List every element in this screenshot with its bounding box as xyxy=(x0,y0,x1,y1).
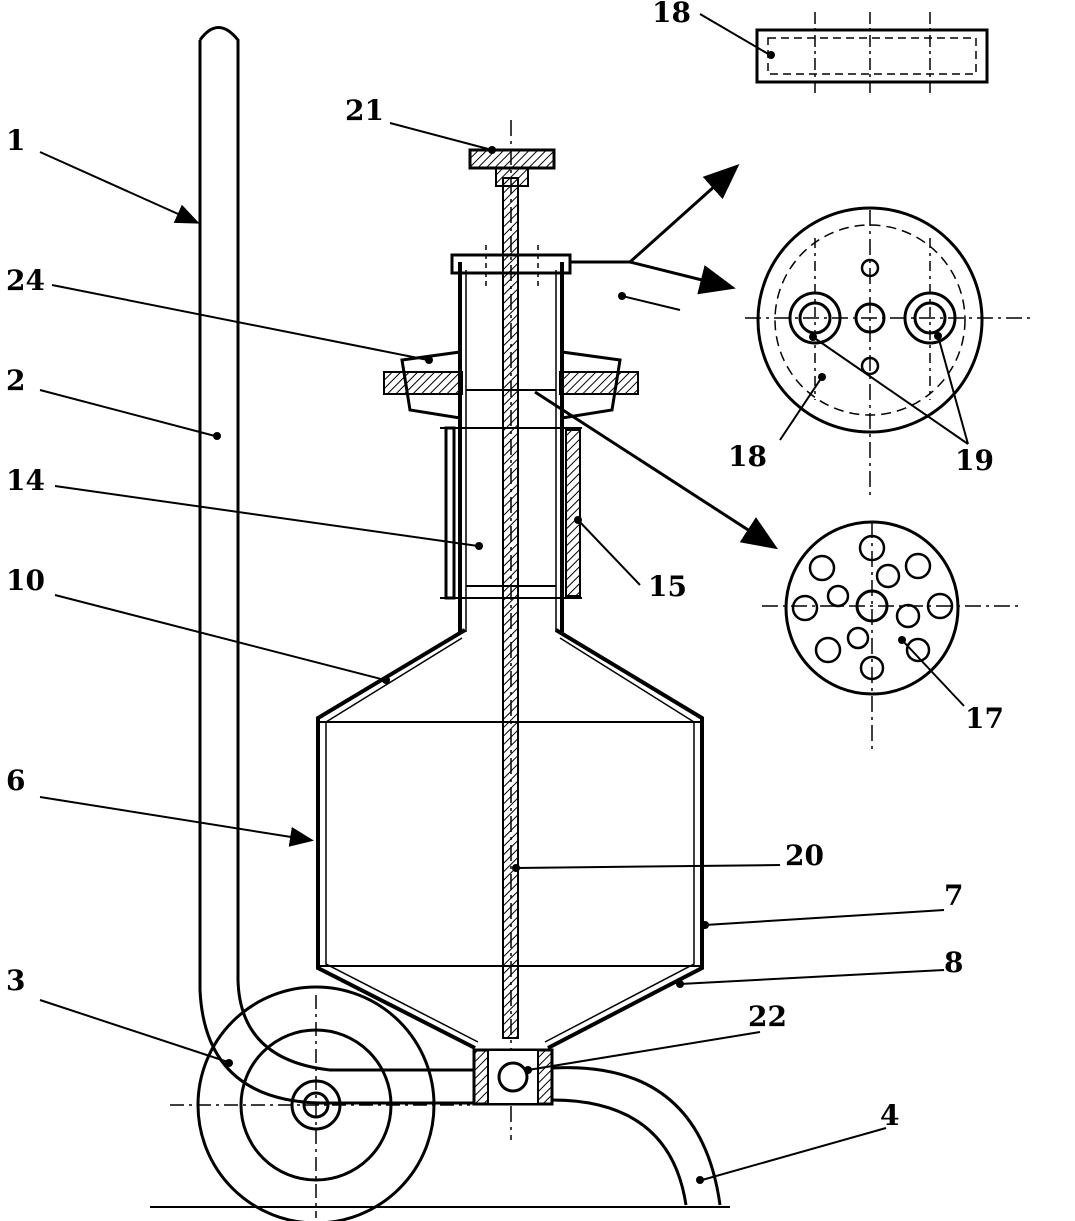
outlet-hose xyxy=(551,1066,722,1206)
label-4: 4 xyxy=(880,1099,899,1132)
label-24: 24 xyxy=(6,264,45,297)
rod-knob xyxy=(468,148,556,187)
collar-flange xyxy=(383,350,639,420)
projection-arrows xyxy=(534,163,779,550)
label-18-top: 18 xyxy=(652,0,691,29)
label-18-disc: 18 xyxy=(728,440,767,473)
label-19: 19 xyxy=(955,444,994,477)
label-10: 10 xyxy=(6,564,45,597)
label-21: 21 xyxy=(345,94,384,127)
cap-disc-view xyxy=(745,206,1030,500)
label-14: 14 xyxy=(6,464,45,497)
label-1: 1 xyxy=(6,124,25,157)
label-15: 15 xyxy=(648,570,687,603)
wheel xyxy=(170,985,470,1221)
label-6: 6 xyxy=(6,764,25,797)
label-22: 22 xyxy=(748,1000,787,1033)
handle-pipe xyxy=(198,26,475,1105)
central-rod xyxy=(502,120,519,1140)
cap-plan-view xyxy=(755,12,989,95)
perforated-disc-view xyxy=(762,520,1022,750)
bottom-valve xyxy=(472,1048,554,1106)
label-3: 3 xyxy=(6,964,25,997)
label-8: 8 xyxy=(944,946,963,979)
label-2: 2 xyxy=(6,364,25,397)
label-17: 17 xyxy=(965,702,1004,735)
label-20: 20 xyxy=(785,839,824,872)
leader-lines xyxy=(39,13,969,1184)
filter-sleeve xyxy=(440,426,582,600)
label-7: 7 xyxy=(944,879,963,912)
